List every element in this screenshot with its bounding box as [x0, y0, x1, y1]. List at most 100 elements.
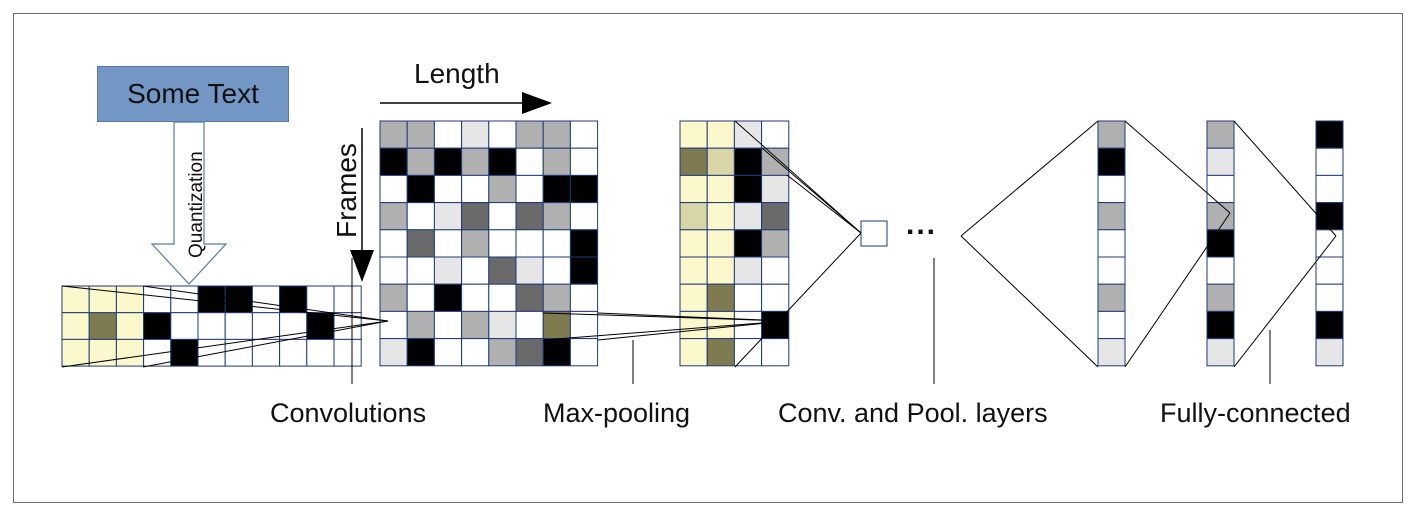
connection-line [597, 312, 788, 322]
quantized-input-grid-cell [115, 338, 145, 367]
conv-output-grid-cell [379, 174, 408, 204]
output-column-cell [1315, 147, 1344, 176]
feature-column-cell [1097, 202, 1126, 231]
conv-output-grid-cell [379, 310, 408, 340]
conv-output-grid-cell [488, 338, 517, 367]
connection-line [1233, 235, 1337, 368]
pooled-grid-cell [706, 229, 735, 258]
conv-output-grid-cell [569, 202, 599, 231]
input-text-box: Some Text [97, 66, 289, 122]
conv-output-grid-cell [433, 283, 463, 312]
hidden-column-cell [1206, 174, 1235, 204]
pooled-grid-cell [733, 147, 763, 176]
quantized-input-grid-cell [143, 312, 172, 340]
length-arrowhead-icon [522, 92, 552, 114]
hidden-column [1206, 120, 1235, 367]
conv-output-grid-cell [433, 256, 463, 285]
conv-output-grid-cell [542, 310, 571, 340]
conv-output-grid-cell [488, 229, 517, 258]
conv-output-grid-cell [379, 256, 408, 285]
quantized-input-grid-cell [333, 285, 362, 314]
conv-output-grid-cell [406, 147, 435, 176]
conv-output-grid-cell [433, 310, 463, 340]
pooled-grid-cell [761, 147, 790, 176]
conv-output-grid-cell [406, 256, 435, 285]
feature-column-cell [1097, 174, 1126, 204]
conv-output-grid-cell [379, 338, 408, 367]
pooled-grid-cell [679, 120, 708, 149]
conv-output-grid-cell [488, 256, 517, 285]
connection-line [61, 320, 389, 368]
pooled-grid-cell [706, 283, 735, 312]
output-column-cell [1315, 256, 1344, 285]
feature-column-cell [1097, 229, 1126, 258]
conv-output-grid-cell [433, 147, 463, 176]
label-max-pooling: Max-pooling [543, 398, 691, 428]
pooled-grid-cell [761, 174, 790, 204]
conv-output-grid-cell [406, 338, 435, 367]
quantized-input-grid-cell [251, 312, 281, 340]
pooled-grid-cell [761, 256, 790, 285]
length-label: Length [414, 58, 500, 89]
pooled-grid-cell [706, 256, 735, 285]
conv-output-grid-cell [542, 256, 571, 285]
pooled-grid-cell [733, 229, 763, 258]
quantization-label: Quantization [186, 151, 207, 258]
conv-output-grid-cell [488, 174, 517, 204]
output-column-cell [1315, 202, 1344, 231]
conv-output-grid-cell [461, 120, 490, 149]
pooled-grid-cell [733, 174, 763, 204]
output-column-cell [1315, 310, 1344, 340]
pooled-grid-cell [679, 310, 708, 340]
conv-output-grid-cell [488, 202, 517, 231]
pooled-grid-cell [761, 120, 790, 149]
hidden-column-cell [1206, 120, 1235, 149]
hidden-column-cell [1206, 256, 1235, 285]
pooled-grid-cell [706, 202, 735, 231]
label-conv-pool-layers: Conv. and Pool. layers [778, 398, 1048, 428]
output-column [1315, 120, 1344, 367]
conv-output-grid-cell [461, 229, 490, 258]
quantized-input-grid-cell [333, 338, 362, 367]
conv-output-grid-cell [461, 283, 490, 312]
conv-output-grid-cell [461, 256, 490, 285]
pooled-grid-cell [679, 229, 708, 258]
quantized-input-grid-cell [115, 285, 145, 314]
conv-output-grid-cell [515, 338, 544, 367]
conv-output-grid-cell [406, 202, 435, 231]
conv-output-grid-cell [379, 147, 408, 176]
conv-output-grid-cell [406, 283, 435, 312]
pooled-grid-cell [733, 283, 763, 312]
quantized-input-grid-cell [61, 338, 90, 367]
conv-output-grid-cell [569, 338, 599, 367]
connection-line [61, 285, 389, 322]
connection-line [142, 285, 389, 322]
quantization-arrow-icon [150, 121, 228, 285]
connection-line [1124, 212, 1231, 368]
quantized-input-grid-cell [279, 338, 308, 367]
conv-output-grid-cell [569, 147, 599, 176]
conv-output-grid-cell [488, 283, 517, 312]
connection-line [761, 147, 862, 234]
conv-output-grid-cell [461, 310, 490, 340]
quantized-input-grid-cell [197, 312, 226, 340]
hidden-column-cell [1206, 202, 1235, 231]
conv-output-grid-cell [461, 338, 490, 367]
connection-line [1233, 120, 1337, 237]
conv-output-grid-cell [569, 256, 599, 285]
feature-column-cell [1097, 120, 1126, 149]
conv-output-grid-cell [515, 283, 544, 312]
conv-output-grid-cell [406, 310, 435, 340]
connection-line [1124, 120, 1231, 214]
conv-output-grid-cell [542, 174, 571, 204]
feature-column [1097, 120, 1126, 367]
quantized-input-grid-cell [170, 312, 199, 340]
quantized-input-grid-cell [224, 312, 253, 340]
connection-line [542, 320, 788, 341]
pooled-grid-cell [706, 338, 735, 367]
connection-line [142, 320, 389, 368]
conv-output-grid-cell [461, 174, 490, 204]
diagram-frame [13, 13, 1403, 503]
connection-line [786, 174, 862, 234]
conv-output-grid-cell [488, 120, 517, 149]
